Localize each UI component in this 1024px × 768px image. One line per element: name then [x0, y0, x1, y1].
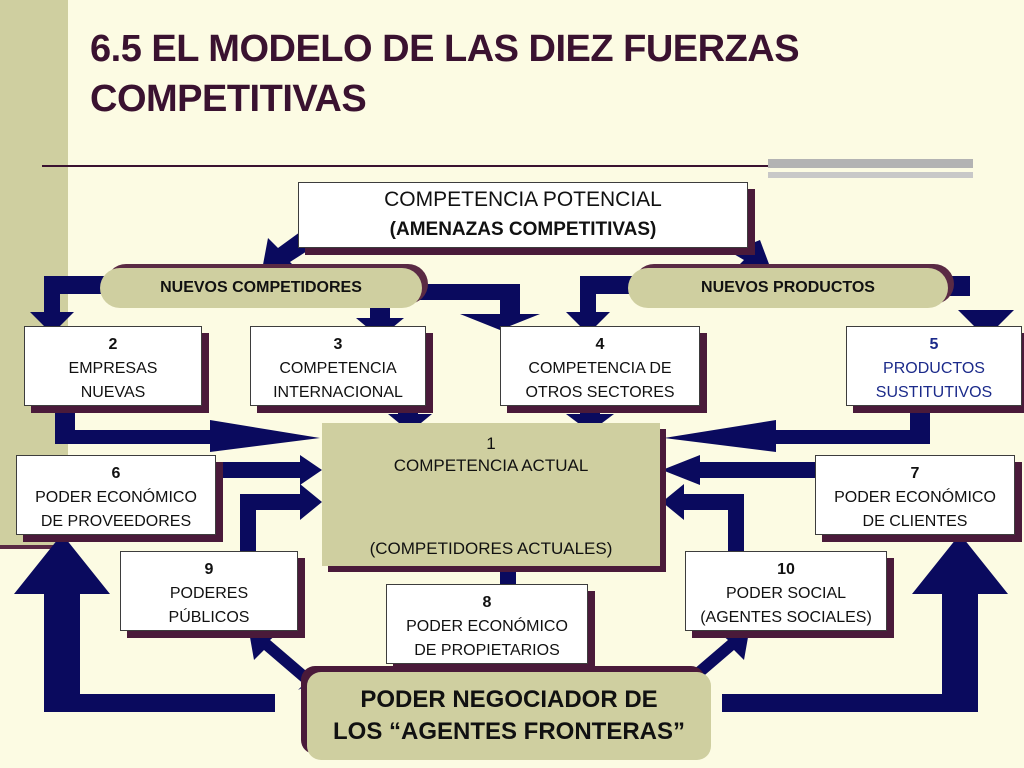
box-8-poder-propietarios: 8 PODER ECONÓMICO DE PROPIETARIOS	[386, 584, 588, 664]
box-label: PODERES PÚBLICOS	[168, 585, 250, 626]
box-agentes-fronteras: PODER NEGOCIADOR DE LOS “AGENTES FRONTER…	[307, 672, 711, 760]
arrow-box5-to-center	[664, 405, 930, 452]
box-number: 3	[333, 336, 343, 353]
center-sublabel: (COMPETIDORES ACTUALES)	[369, 539, 613, 558]
box-competencia-potencial: COMPETENCIA POTENCIAL (AMENAZAS COMPETIT…	[298, 182, 748, 248]
box-number: 10	[777, 561, 795, 578]
box-number: 4	[595, 336, 605, 353]
arrow-box2-to-center	[55, 405, 320, 452]
box-number: 7	[910, 465, 920, 482]
arrow-box7-to-center	[662, 455, 815, 485]
arrow-pill-to-box4-left	[410, 284, 540, 330]
potential-line2: (AMENAZAS COMPETITIVAS)	[389, 219, 657, 240]
box-6-poder-proveedores: 6 PODER ECONÓMICO DE PROVEEDORES	[16, 455, 216, 535]
potential-line1: COMPETENCIA POTENCIAL	[384, 188, 662, 211]
left-decor-line	[0, 545, 68, 549]
title-rule	[42, 165, 972, 167]
pill-nuevos-competidores: NUEVOS COMPETIDORES	[100, 268, 422, 308]
box-label: EMPRESAS NUEVAS	[68, 360, 158, 401]
box-label: PODER SOCIAL (AGENTES SOCIALES)	[700, 585, 872, 626]
arrow-box3-to-center	[388, 404, 432, 432]
arrow-box4-to-center	[566, 404, 614, 432]
box-1-competencia-actual: 1 COMPETENCIA ACTUAL (COMPETIDORES ACTUA…	[322, 423, 660, 566]
arrow-to-box2	[30, 276, 115, 334]
box-label: PODER ECONÓMICO DE PROVEEDORES	[35, 489, 197, 530]
box-9-poderes-publicos: 9 PODERES PÚBLICOS	[120, 551, 298, 631]
arrow-box9-to-center	[240, 484, 322, 552]
box-3-competencia-internacional: 3 COMPETENCIA INTERNACIONAL	[250, 326, 426, 406]
arrow-to-box4	[566, 276, 640, 334]
box-number: 9	[204, 561, 214, 578]
arrow-box10-to-center	[662, 484, 744, 552]
arrow-bottom-to-box6	[14, 534, 275, 712]
pill-nuevos-productos: NUEVOS PRODUCTOS	[628, 268, 948, 308]
bottom-line2: LOS “AGENTES FRONTERAS”	[332, 718, 686, 745]
box-label: COMPETENCIA DE OTROS SECTORES	[525, 360, 675, 401]
arrow-to-box5-head	[958, 310, 1014, 338]
slide-title: 6.5 EL MODELO DE LAS DIEZ FUERZAS COMPET…	[90, 28, 800, 120]
box-4-competencia-otros-sectores: 4 COMPETENCIA DE OTROS SECTORES	[500, 326, 700, 406]
arrow-bottom-to-box9	[248, 626, 312, 690]
center-label: COMPETENCIA ACTUAL	[393, 456, 589, 475]
arrow-to-box3	[356, 300, 404, 338]
box-label: PRODUCTOS SUSTITUTIVOS	[875, 360, 993, 401]
box-number: 6	[111, 465, 121, 482]
box-2-empresas-nuevas: 2 EMPRESAS NUEVAS	[24, 326, 202, 406]
box-label: PODER ECONÓMICO DE CLIENTES	[834, 489, 996, 530]
box-7-poder-clientes: 7 PODER ECONÓMICO DE CLIENTES	[815, 455, 1015, 535]
arrow-bottom-to-box7	[722, 534, 1008, 712]
box-number: 8	[482, 594, 492, 611]
box-number: 5	[929, 336, 939, 353]
arrow-box6-to-center	[210, 455, 322, 485]
title-rule-accent	[768, 159, 973, 168]
bottom-line1: PODER NEGOCIADOR DE	[360, 686, 658, 713]
box-5-productos-sustitutivos: 5 PRODUCTOS SUSTITUTIVOS	[846, 326, 1022, 406]
box-label: COMPETENCIA INTERNACIONAL	[273, 360, 403, 401]
center-number: 1	[486, 434, 496, 453]
box-number: 2	[108, 336, 118, 353]
title-rule-accent-2	[768, 172, 973, 178]
box-label: PODER ECONÓMICO DE PROPIETARIOS	[406, 618, 568, 659]
box-10-poder-social: 10 PODER SOCIAL (AGENTES SOCIALES)	[685, 551, 887, 631]
